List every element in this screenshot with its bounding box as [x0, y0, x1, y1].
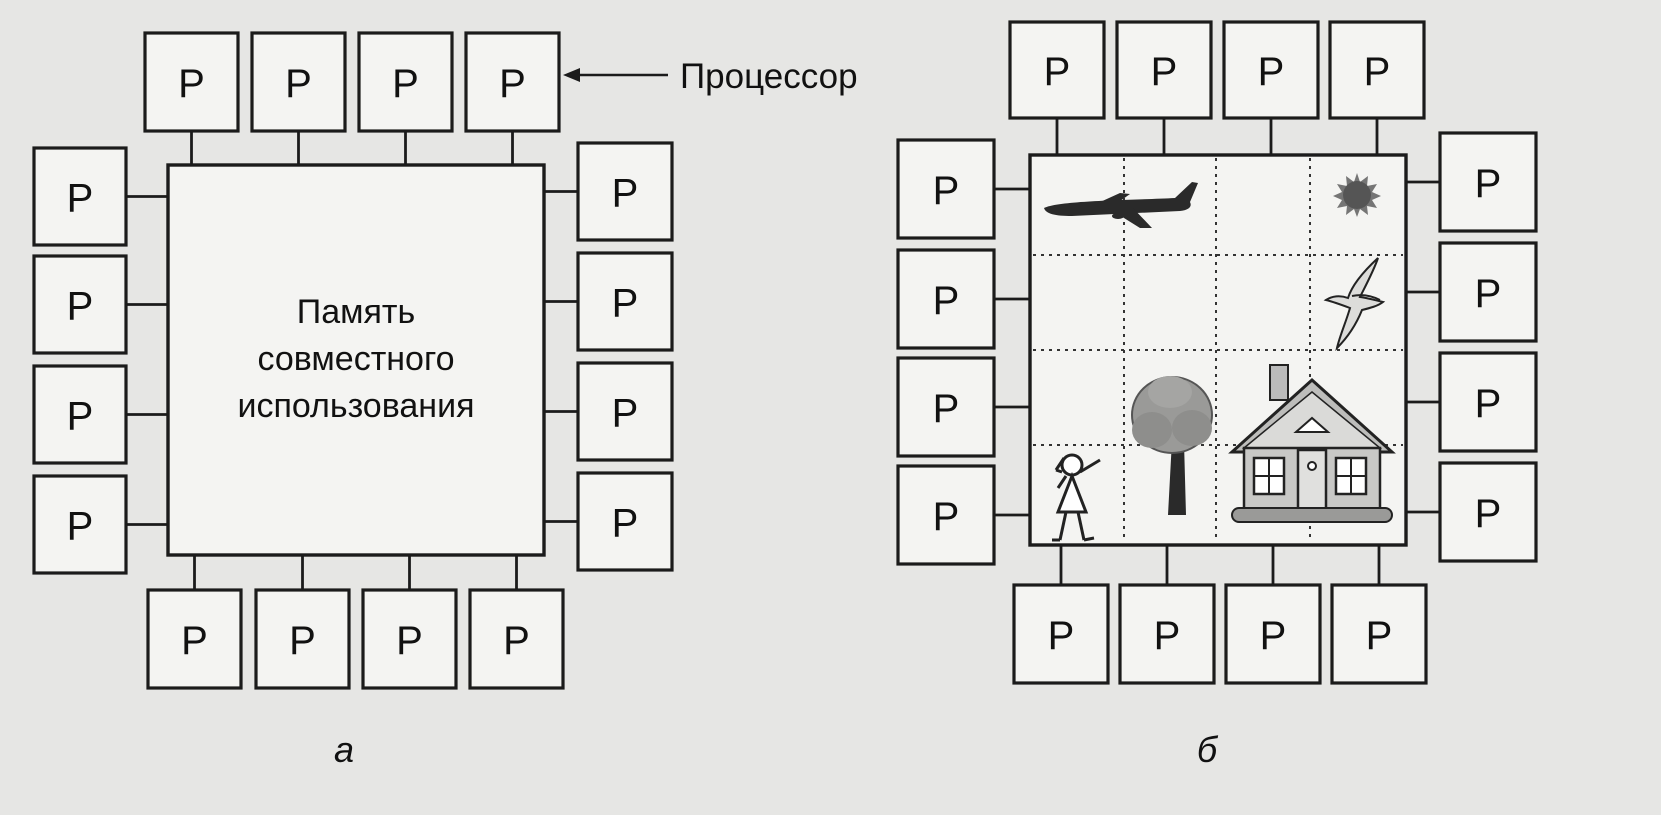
- processor-box: P: [1120, 585, 1214, 683]
- caption-a: а: [334, 729, 354, 770]
- processor-label: P: [396, 619, 423, 663]
- processor-box: P: [466, 33, 559, 131]
- processor-box: P: [1440, 243, 1536, 341]
- processor-label: P: [1475, 382, 1502, 426]
- processor-label: P: [1260, 614, 1287, 658]
- arrowhead-icon: [563, 68, 580, 82]
- processor-label: P: [612, 172, 639, 216]
- processor-label: P: [1475, 272, 1502, 316]
- caption-b: б: [1197, 729, 1219, 770]
- processor-box: P: [578, 473, 672, 570]
- processor-box: P: [578, 363, 672, 460]
- processor-label: P: [67, 505, 94, 549]
- processor-box: P: [1226, 585, 1320, 683]
- processor-annotation: Процессор: [563, 57, 858, 96]
- processor-box: P: [1330, 22, 1424, 118]
- processor-label: P: [1044, 50, 1071, 94]
- distributed-memory-diagram: P P P P P P P P P P P P P P P P б: [898, 22, 1536, 770]
- processor-label: P: [933, 279, 960, 323]
- processor-box: P: [898, 250, 994, 348]
- processor-box: P: [1117, 22, 1211, 118]
- processor-label: P: [181, 619, 208, 663]
- processor-box: P: [145, 33, 238, 131]
- processor-box: P: [256, 590, 349, 688]
- processor-label: P: [612, 502, 639, 546]
- shared-memory-diagram: Память совместного использования P P P P P P P…: [34, 33, 858, 770]
- processor-box: P: [1014, 585, 1108, 683]
- processor-box: P: [470, 590, 563, 688]
- processor-label: P: [1475, 492, 1502, 536]
- processor-box: P: [1440, 463, 1536, 561]
- processor-box: P: [359, 33, 452, 131]
- processor-label: P: [499, 62, 526, 106]
- processor-label: P: [933, 387, 960, 431]
- processor-box: P: [578, 253, 672, 350]
- processor-box: P: [898, 358, 994, 456]
- processor-label: P: [1151, 50, 1178, 94]
- processor-label: P: [285, 62, 312, 106]
- processor-box: P: [578, 143, 672, 240]
- processor-label: P: [67, 395, 94, 439]
- memory-label-line-3: использования: [237, 387, 474, 425]
- memory-label-line-1: Память: [297, 293, 415, 331]
- processor-box: P: [363, 590, 456, 688]
- processor-label: P: [1364, 50, 1391, 94]
- processor-box: P: [34, 366, 126, 463]
- processor-label: P: [933, 169, 960, 213]
- processor-box: P: [1010, 22, 1104, 118]
- processor-label: P: [1258, 50, 1285, 94]
- processor-box: P: [1440, 133, 1536, 231]
- annotation-label: Процессор: [680, 57, 858, 96]
- processor-box: P: [1440, 353, 1536, 451]
- memory-label-line-2: совместного: [257, 340, 454, 378]
- processor-box: P: [1224, 22, 1318, 118]
- processor-box: P: [1332, 585, 1426, 683]
- processor-box: P: [898, 466, 994, 564]
- processor-label: P: [1154, 614, 1181, 658]
- processor-label: P: [289, 619, 316, 663]
- processor-label: P: [1475, 162, 1502, 206]
- processor-box: P: [34, 148, 126, 245]
- processor-label: P: [503, 619, 530, 663]
- processor-box: P: [898, 140, 994, 238]
- processor-label: P: [612, 392, 639, 436]
- processor-label: P: [392, 62, 419, 106]
- processor-label: P: [933, 495, 960, 539]
- processor-label: P: [178, 62, 205, 106]
- processor-box: P: [34, 256, 126, 353]
- processor-label: P: [1366, 614, 1393, 658]
- processor-box: P: [252, 33, 345, 131]
- processor-label: P: [612, 282, 639, 326]
- processor-box: P: [148, 590, 241, 688]
- processor-label: P: [67, 177, 94, 221]
- processor-label: P: [1048, 614, 1075, 658]
- processor-box: P: [34, 476, 126, 573]
- processor-label: P: [67, 285, 94, 329]
